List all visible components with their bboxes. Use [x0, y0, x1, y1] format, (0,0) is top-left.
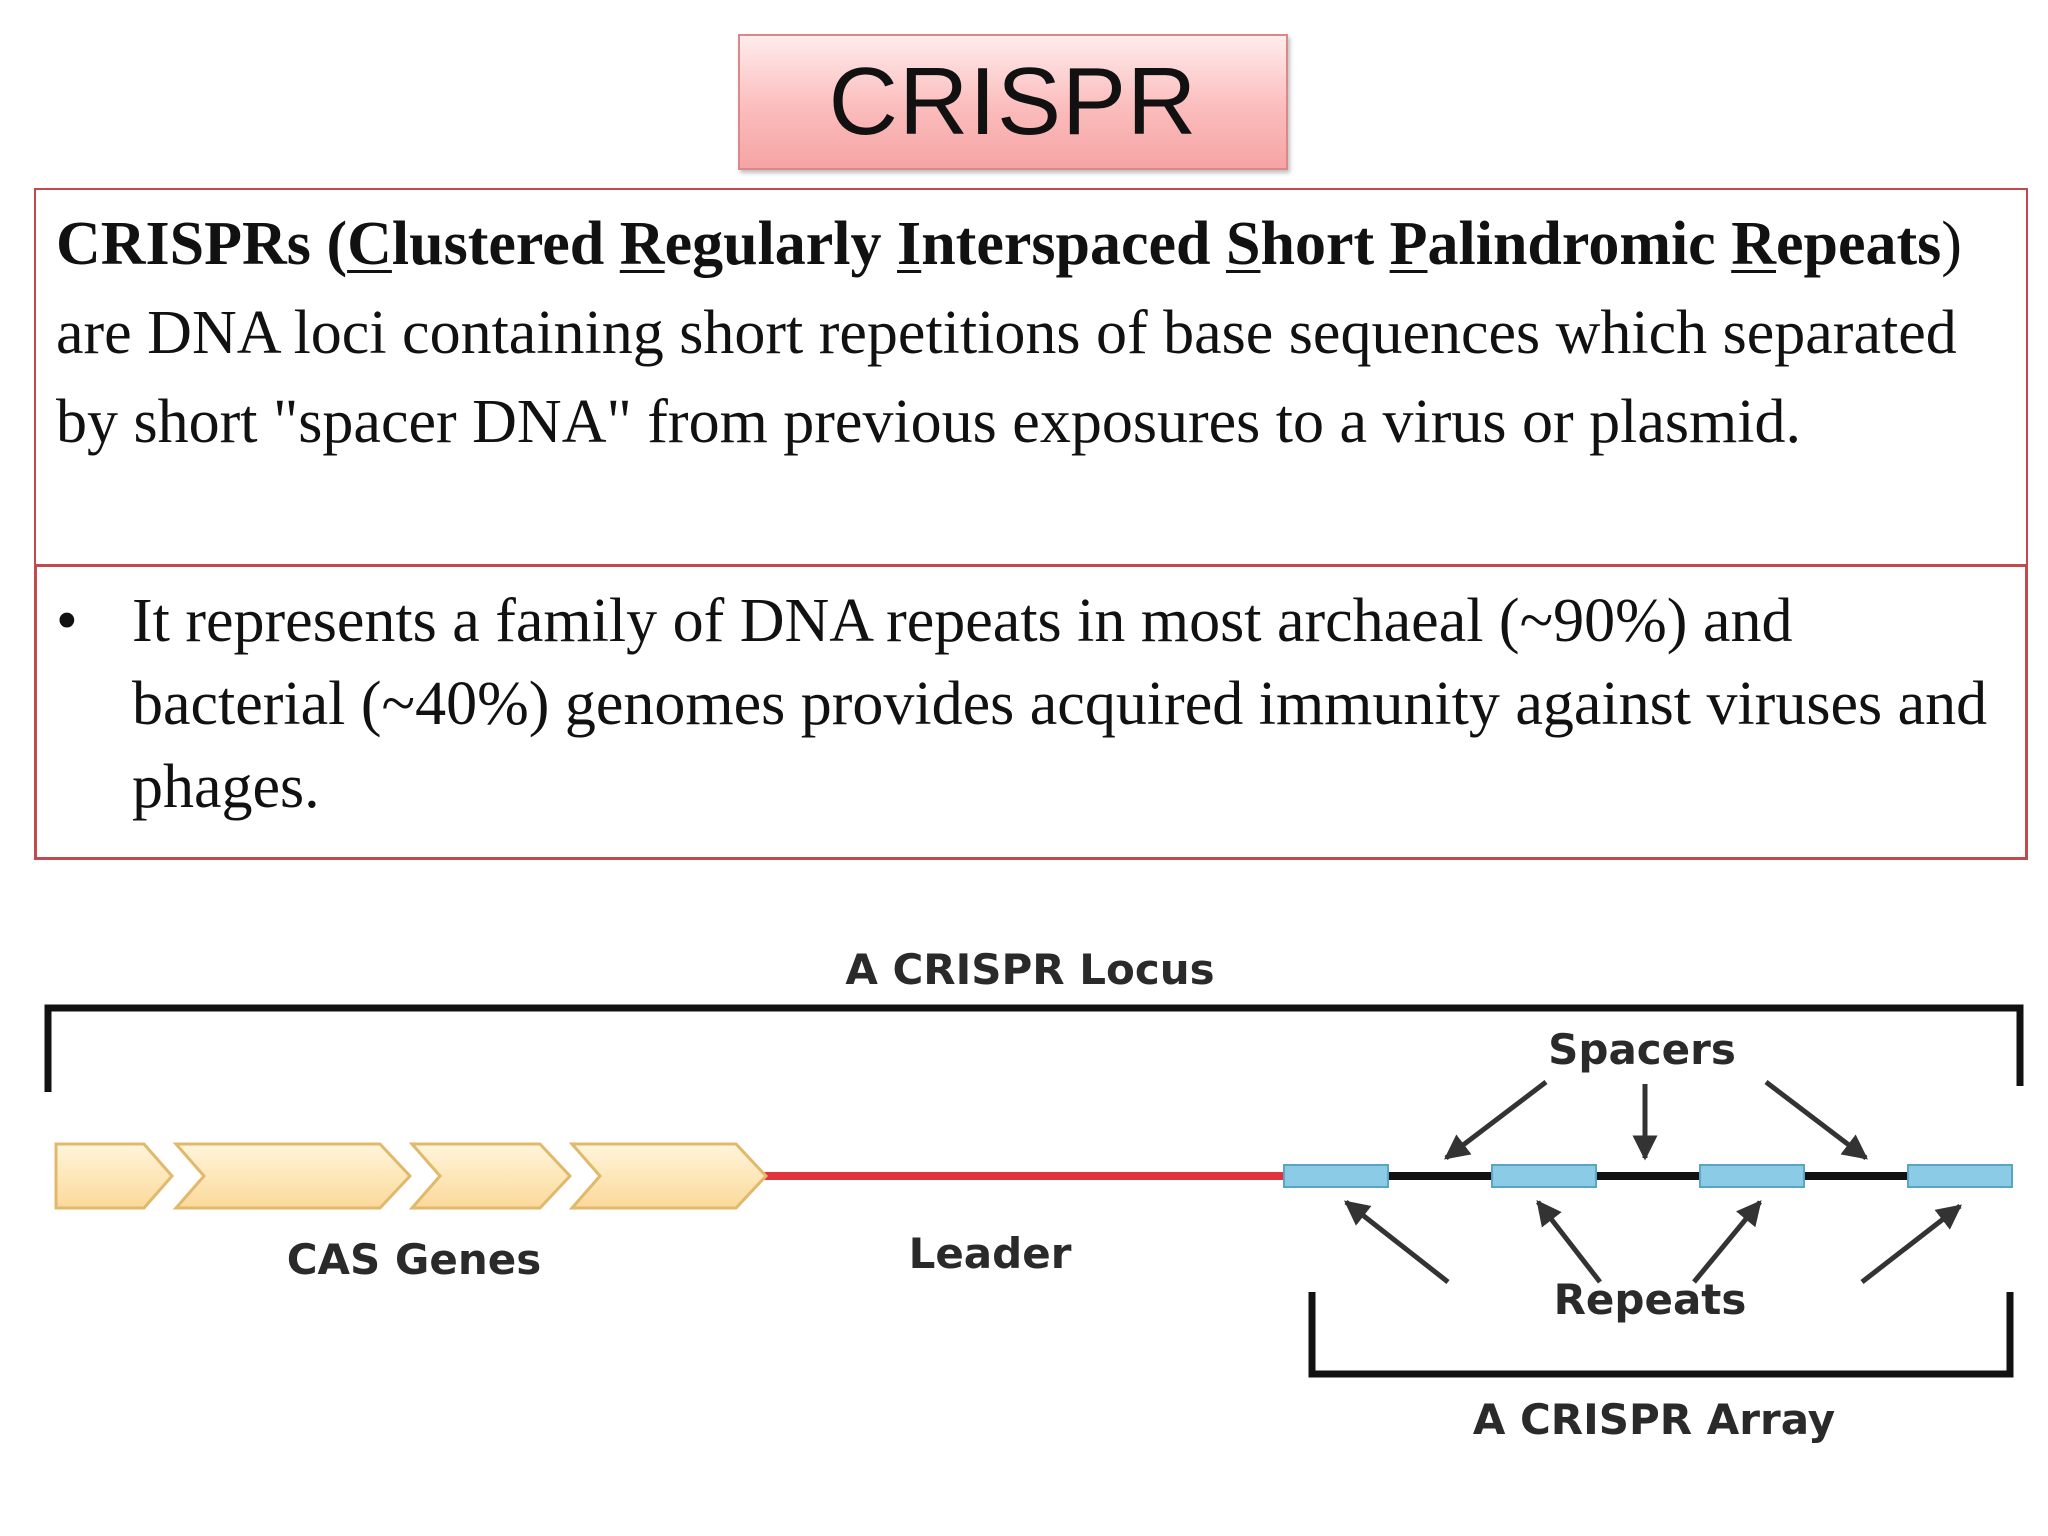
bullet-box: [34, 564, 2028, 860]
spacer-arrow-3: [1764, 1080, 1868, 1160]
repeats-label: Repeats: [1554, 1275, 1747, 1324]
acronym-expansion: Clustered Regularly Interspaced Short Pa…: [347, 210, 1942, 278]
locus-bracket: [44, 1004, 2024, 1092]
cas-gene-4: [568, 1142, 769, 1210]
definition-text: CRISPRs (Clustered Regularly Interspaced…: [56, 210, 1962, 456]
cas-gene-2: [172, 1142, 413, 1210]
repeat-arrow-1: [1344, 1200, 1450, 1284]
slide-title: CRISPR: [828, 48, 1198, 155]
repeat-arrow-3: [1692, 1200, 1762, 1284]
definition-box: [34, 188, 2028, 566]
spacer-4: [1907, 1164, 2013, 1188]
bullet-text: It represents a family of DNA repeats in…: [132, 587, 1988, 821]
repeat-arrow-4: [1860, 1204, 1962, 1284]
crispr-locus-diagram: A CRISPR Locus Spacers CAS Genes Leader …: [44, 945, 2024, 1444]
array-bracket: [1308, 1292, 2014, 1378]
array-label: A CRISPR Array: [1473, 1395, 1835, 1444]
leader-label: Leader: [909, 1229, 1072, 1278]
cas-genes-label: CAS Genes: [287, 1235, 542, 1284]
spacer-3: [1699, 1164, 1805, 1188]
spacer-arrow-1: [1444, 1080, 1548, 1160]
repeat-arrow-2: [1536, 1200, 1602, 1284]
spacers-label: Spacers: [1548, 1025, 1736, 1074]
cas-gene-3: [408, 1142, 573, 1210]
bullet-marker: •: [56, 587, 78, 655]
definition-rest: ) are DNA loci containing short repetiti…: [56, 210, 1962, 456]
locus-label: A CRISPR Locus: [845, 945, 1214, 994]
spacer-1: [1283, 1164, 1389, 1188]
bullet-item: • It represents a family of DNA repeats …: [56, 580, 2016, 829]
title-box: CRISPR: [738, 34, 1288, 170]
cas-gene-1: [54, 1142, 174, 1210]
definition-term: CRISPRs: [56, 210, 311, 278]
spacer-2: [1491, 1164, 1597, 1188]
